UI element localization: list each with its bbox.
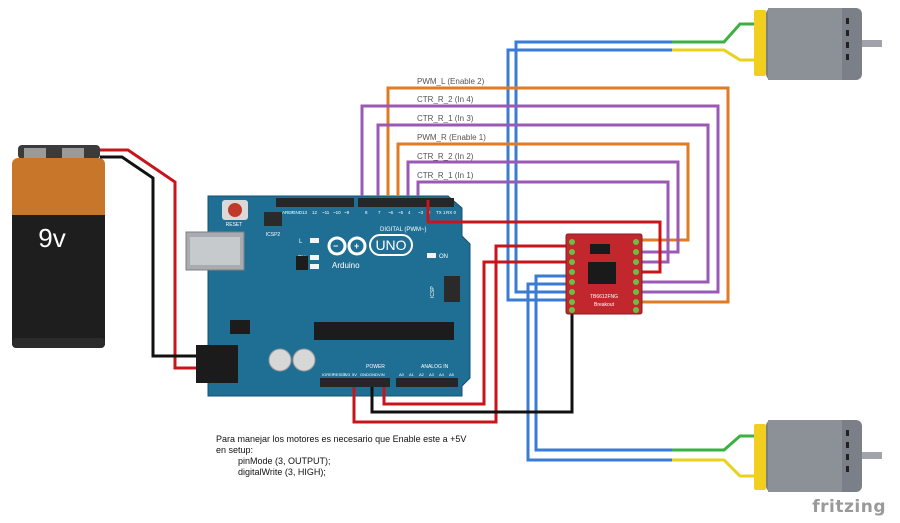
pin-6-label: ~6: [388, 210, 394, 215]
aref-label: AREF: [282, 210, 294, 215]
pin-0-label: RX 0: [446, 210, 457, 215]
3v3-label: 3V3: [343, 372, 351, 377]
pin-7-label: 7: [378, 210, 381, 215]
battery-red-lead: [100, 148, 196, 370]
motor-top: [754, 8, 882, 80]
wire-gnd-to-driver: [370, 312, 574, 414]
label-pwm-l: PWM_L (Enable 2): [417, 77, 485, 86]
pin-8-label: 8: [365, 210, 368, 215]
pin-12-label: 12: [312, 210, 318, 215]
a0-label: A0: [399, 372, 405, 377]
note-line-4: digitalWrite (3, HIGH);: [238, 467, 326, 477]
driver-subtitle: Breakout: [594, 302, 615, 308]
gnd2-label: GND: [369, 372, 378, 377]
power-label: POWER: [366, 364, 385, 370]
arduino-logo-icon: − +: [327, 236, 367, 256]
motor-bottom: [754, 420, 882, 492]
note-line-3: pinMode (3, OUTPUT);: [238, 456, 331, 466]
motor-bottom-yellow-lead: [672, 458, 754, 478]
a1-label: A1: [409, 372, 415, 377]
battery-black-lead: [100, 155, 196, 358]
digital-label: DIGITAL (PWM~): [380, 227, 427, 233]
icsp-label: ICSP: [430, 286, 436, 298]
setup-note: Para manejar los motores es necesario qu…: [216, 434, 466, 478]
l-led-label: L: [299, 239, 303, 245]
battery-label: 9v: [38, 223, 65, 253]
ioref-label: IOREF: [322, 372, 335, 377]
arduino-uno-board: RESET ICSP2 AREF GND 13 12 ~11 ~10 ~9 8 …: [185, 195, 471, 397]
pin-13-label: 13: [302, 210, 308, 215]
wire-5v-to-driver: [352, 244, 568, 424]
svg-text:−: −: [333, 241, 338, 251]
vin-label: VIN: [378, 372, 385, 377]
motor-driver-board: TB6612FNG Breakout: [565, 233, 643, 315]
motor-top-green-lead: [672, 22, 754, 44]
wire-ctr-r1-in3: [376, 123, 710, 284]
label-ctr-r1-in3: CTR_R_1 (In 3): [417, 114, 474, 123]
battery-9v: 9v: [12, 145, 105, 348]
wire-ctr-r2-in4: [360, 104, 720, 294]
pin-3-label: ~3: [418, 210, 424, 215]
icsp2-label: ICSP2: [266, 232, 281, 238]
uno-text: UNO: [375, 237, 406, 253]
pin-5-label: ~5: [398, 210, 404, 215]
analog-label: ANALOG IN: [421, 364, 449, 370]
wire-ctr-r2-in2: [406, 160, 680, 254]
a2-label: A2: [419, 372, 425, 377]
a5-label: A5: [449, 372, 455, 377]
wire-pwm-r: [396, 142, 690, 242]
5v-label: 5V: [352, 372, 357, 377]
gnd1-label: GND: [360, 372, 369, 377]
reset-label: RESET: [226, 222, 243, 228]
blue-wires: [506, 40, 672, 462]
note-line-1: Para manejar los motores es necesario qu…: [216, 434, 467, 444]
note-line-2: en setup:: [216, 445, 254, 455]
svg-text:+: +: [354, 241, 359, 251]
wire-enable-5v: [426, 200, 662, 274]
pin-4-label: 4: [408, 210, 411, 215]
motor-bottom-green-lead: [672, 434, 754, 452]
pin-10-label: ~10: [333, 210, 341, 215]
reset-pin-label: RESET: [333, 372, 347, 377]
label-ctr-r2-in4: CTR_R_2 (In 4): [417, 95, 474, 104]
pin-9-label: ~9: [344, 210, 350, 215]
a4-label: A4: [439, 372, 445, 377]
on-label: ON: [439, 254, 448, 260]
label-ctr-r2-in2: CTR_R_2 (In 2): [417, 152, 474, 161]
pin-1-label: TX 1: [436, 210, 446, 215]
label-ctr-r1-in1: CTR_R_1 (In 1): [417, 171, 474, 180]
arduino-text: Arduino: [332, 261, 360, 270]
pin-11-label: ~11: [322, 210, 330, 215]
driver-name: TB6612FNG: [590, 294, 618, 300]
fritzing-logo: fritzing: [812, 497, 886, 517]
label-pwm-r: PWM_R (Enable 1): [417, 133, 486, 142]
a3-label: A3: [429, 372, 435, 377]
wire-vin-to-driver: [382, 260, 568, 406]
motor-top-yellow-lead: [672, 48, 754, 62]
gnd-top-label: GND: [292, 210, 303, 215]
